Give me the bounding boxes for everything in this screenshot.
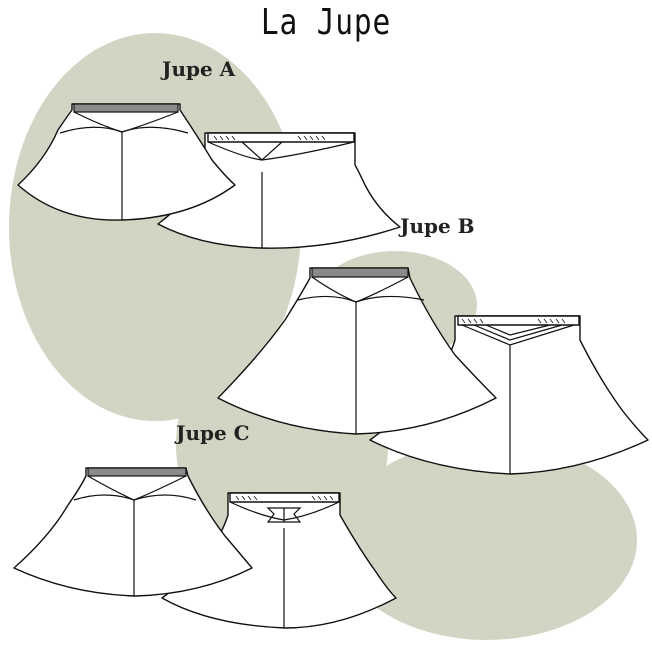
page-title: La Jupe: [260, 2, 392, 43]
label-jupe-b: Jupe B: [400, 214, 475, 238]
label-jupe-a: Jupe A: [162, 57, 236, 81]
skirt-a-front: [17, 103, 236, 221]
skirt-b-front: [217, 267, 497, 435]
skirt-c-front: [13, 467, 253, 597]
skirt-a-back: [157, 132, 401, 249]
blob-bottom-right: [337, 440, 637, 640]
skirt-b-back: [369, 315, 649, 475]
label-jupe-c: Jupe C: [176, 421, 250, 445]
